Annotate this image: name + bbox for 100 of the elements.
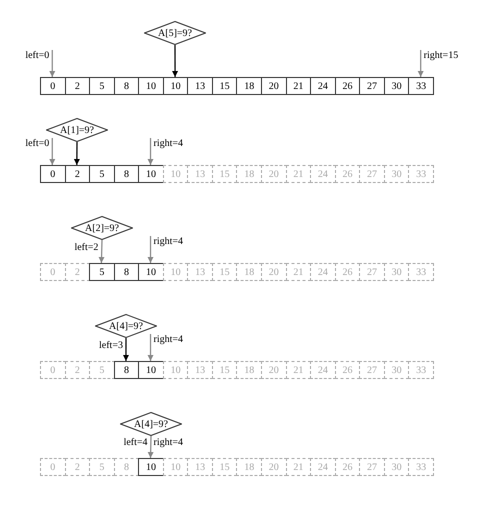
array-cell: 5 (89, 77, 115, 95)
array-cell: 0 (40, 165, 66, 183)
array-cell: 15 (212, 165, 238, 183)
array-cell: 24 (310, 165, 336, 183)
array-cell: 2 (64, 263, 90, 281)
array-cell: 10 (162, 458, 188, 476)
decision-diamond: A[2]=9? (71, 216, 133, 240)
array-cell: 10 (138, 361, 164, 379)
array-cell: 2 (64, 458, 90, 476)
pointer-label: right=15 (422, 49, 458, 62)
array-cell: 10 (162, 165, 188, 183)
array-cell: 15 (212, 77, 238, 95)
array-cell: 0 (40, 458, 66, 476)
array-cell: 8 (114, 458, 140, 476)
arrow (148, 334, 154, 361)
array-cell: 18 (236, 361, 262, 379)
array-cell: 18 (236, 458, 262, 476)
array-cell: 26 (334, 361, 360, 379)
array-cell: 20 (261, 165, 287, 183)
array-cell: 26 (334, 77, 360, 95)
array-cell: 24 (310, 77, 336, 95)
array-cell: 24 (310, 458, 336, 476)
array-cell: 26 (334, 458, 360, 476)
array-cell: 30 (384, 263, 410, 281)
arrow (148, 138, 154, 165)
array-cell: 21 (286, 263, 312, 281)
array-cell: 24 (310, 361, 336, 379)
array-cell: 10 (138, 165, 164, 183)
array-cell: 30 (384, 77, 410, 95)
pointer-label: left=0 (25, 49, 52, 62)
array-cell: 27 (359, 263, 385, 281)
array-cell: 33 (408, 263, 434, 281)
array-cell: 18 (236, 77, 262, 95)
arrow (148, 436, 154, 458)
array-cell: 30 (384, 458, 410, 476)
array-cell: 2 (64, 361, 90, 379)
array-cell: 27 (359, 165, 385, 183)
array-cell: 13 (187, 361, 213, 379)
array-cell: 30 (384, 165, 410, 183)
array-cell: 26 (334, 165, 360, 183)
arrow (98, 240, 105, 264)
array-cell: 13 (187, 458, 213, 476)
array-cell: 8 (114, 361, 140, 379)
array-cell: 15 (212, 361, 238, 379)
array-cell: 20 (261, 361, 287, 379)
arrow (122, 338, 129, 361)
array-cell: 33 (408, 458, 434, 476)
array-cell: 2 (64, 165, 90, 183)
array-cell: 15 (212, 263, 238, 281)
array-cell: 24 (310, 263, 336, 281)
pointer-label: right=4 (154, 436, 184, 449)
decision-diamond: A[4]=9? (95, 314, 157, 338)
array-cell: 27 (359, 361, 385, 379)
array-cell: 33 (408, 361, 434, 379)
pointer-label: left=3 (99, 339, 123, 352)
array-cell: 8 (114, 77, 140, 95)
array-cell: 10 (162, 361, 188, 379)
array-cell: 15 (212, 458, 238, 476)
arrow (418, 50, 424, 77)
array-cell: 20 (261, 458, 287, 476)
array-cell: 5 (89, 165, 115, 183)
array-cell: 21 (286, 165, 312, 183)
array-cell: 26 (334, 263, 360, 281)
array-cell: 10 (138, 458, 164, 476)
pointer-label: right=4 (152, 235, 184, 248)
array-cell: 21 (286, 361, 312, 379)
arrow (49, 138, 56, 165)
array-cell: 21 (286, 458, 312, 476)
array-cell: 20 (261, 263, 287, 281)
array-cell: 0 (40, 361, 66, 379)
decision-diamond: A[5]=9? (144, 21, 206, 45)
array-cell: 13 (187, 77, 213, 95)
arrow (148, 236, 154, 263)
array-cell: 0 (40, 77, 66, 95)
arrow (74, 142, 80, 165)
array-cell: 33 (408, 165, 434, 183)
arrow (172, 45, 178, 77)
array-cell: 2 (64, 77, 90, 95)
pointer-label: left=2 (74, 241, 98, 254)
array-cell: 21 (286, 77, 312, 95)
array-cell: 18 (236, 165, 262, 183)
array-cell: 27 (359, 458, 385, 476)
array-cell: 13 (187, 263, 213, 281)
array-cell: 30 (384, 361, 410, 379)
array-cell: 8 (114, 165, 140, 183)
array-cell: 10 (138, 77, 164, 95)
array-cell: 13 (187, 165, 213, 183)
array-cell: 5 (89, 361, 115, 379)
array-cell: 5 (89, 263, 115, 281)
array-cell: 33 (408, 77, 434, 95)
array-cell: 10 (162, 263, 188, 281)
array-cell: 10 (138, 263, 164, 281)
array-cell: 0 (40, 263, 66, 281)
array-cell: 18 (236, 263, 262, 281)
array-cell: 8 (114, 263, 140, 281)
arrow (49, 50, 56, 77)
array-cell: 27 (359, 77, 385, 95)
pointer-label: left=4 (124, 436, 148, 449)
array-cell: 5 (89, 458, 115, 476)
array-cell: 10 (162, 77, 188, 95)
